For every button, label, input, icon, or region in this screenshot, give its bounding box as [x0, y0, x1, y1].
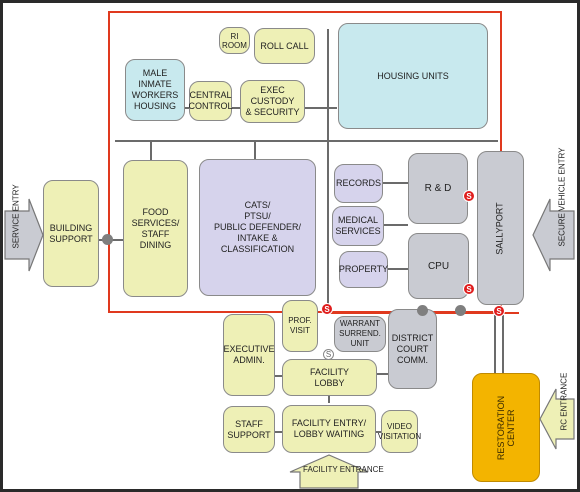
connector-staff-entry	[275, 431, 283, 433]
connection-dot-building-food	[102, 234, 113, 245]
connector-video	[376, 431, 381, 433]
rc-entrance-arrow	[539, 388, 575, 450]
warrant-surrender-unit[interactable]: WARRANT SURREND. UNIT	[334, 316, 386, 352]
building-support[interactable]: BUILDING SUPPORT	[43, 180, 99, 287]
records[interactable]: RECORDS	[334, 164, 383, 203]
sallyport[interactable]: SALLYPORT	[477, 151, 524, 305]
male-inmate-workers-housing[interactable]: MALE INMATE WORKERS HOUSING	[125, 59, 185, 121]
exec-custody-security[interactable]: EXEC CUSTODY & SECURITY	[240, 80, 305, 123]
secure-vehicle-entry-arrow	[532, 198, 575, 272]
connector-records	[383, 182, 408, 184]
medical-services[interactable]: MEDICAL SERVICES	[332, 206, 384, 246]
video-visitation[interactable]: VIDEO VISITATION	[378, 410, 421, 453]
district-court-comm[interactable]: DISTRICT COURT COMM.	[388, 309, 437, 389]
facility-entry-lobby-waiting[interactable]: FACILITY ENTRY/ LOBBY WAITING	[282, 405, 376, 453]
service-entry-arrow	[4, 198, 44, 272]
staff-support[interactable]: STAFF SUPPORT	[223, 406, 275, 453]
connector-cats-drop	[254, 140, 256, 160]
security-marker-r-and-d: S	[463, 190, 475, 202]
connector-food-drop	[150, 140, 152, 160]
connection-dot-cpu-left	[417, 305, 428, 316]
security-marker-cpu: S	[463, 283, 475, 295]
connection-dot-cpu-right	[455, 305, 466, 316]
r-and-d[interactable]: R & D	[408, 153, 468, 224]
cpu[interactable]: CPU	[408, 233, 469, 299]
food-services-staff-dining[interactable]: FOOD SERVICES/ STAFF DINING	[123, 160, 188, 297]
facility-entrance-arrow	[289, 454, 369, 489]
security-marker-sallyport: S	[493, 305, 505, 317]
security-marker-lobby: S	[323, 349, 334, 360]
service-entry-label: SERVICE ENTRY	[12, 184, 21, 248]
rc-entrance-label: RC ENTRANCE	[559, 372, 569, 431]
connector-medical	[383, 224, 408, 226]
ri-room[interactable]: RI ROOM	[219, 27, 250, 54]
connector-court-lobby	[377, 373, 389, 375]
connector-main-vertical	[327, 29, 329, 309]
connector-restoration-left	[494, 315, 496, 373]
housing-units[interactable]: HOUSING UNITS	[338, 23, 488, 129]
central-control[interactable]: CENTRAL CONTROL	[189, 81, 233, 121]
facility-entrance-label: FACILITY ENTRANCE	[303, 465, 384, 474]
security-marker-prof-visit: S	[321, 303, 333, 315]
cats-ptsu-public-defender[interactable]: CATS/ PTSU/ PUBLIC DEFENDER/ INTAKE & CL…	[199, 159, 316, 296]
property[interactable]: PROPERTY	[339, 251, 388, 288]
connector-exec-lobby	[275, 375, 283, 377]
connector-mid-horizontal	[115, 140, 498, 142]
secure-vehicle-entry-label: SECURE VEHICLE ENTRY	[557, 147, 567, 247]
executive-admin[interactable]: EXECUTIVE ADMIN.	[223, 314, 275, 396]
connector-property	[388, 268, 408, 270]
prof-visit[interactable]: PROF. VISIT	[282, 300, 318, 352]
floor-plan-canvas: RI ROOM ROLL CALL HOUSING UNITS MALE INM…	[3, 3, 577, 489]
connector-restoration-right	[502, 315, 504, 373]
restoration-center[interactable]: RESTORATION CENTER	[472, 373, 540, 482]
entry-arrows	[4, 198, 575, 489]
roll-call[interactable]: ROLL CALL	[254, 28, 315, 64]
